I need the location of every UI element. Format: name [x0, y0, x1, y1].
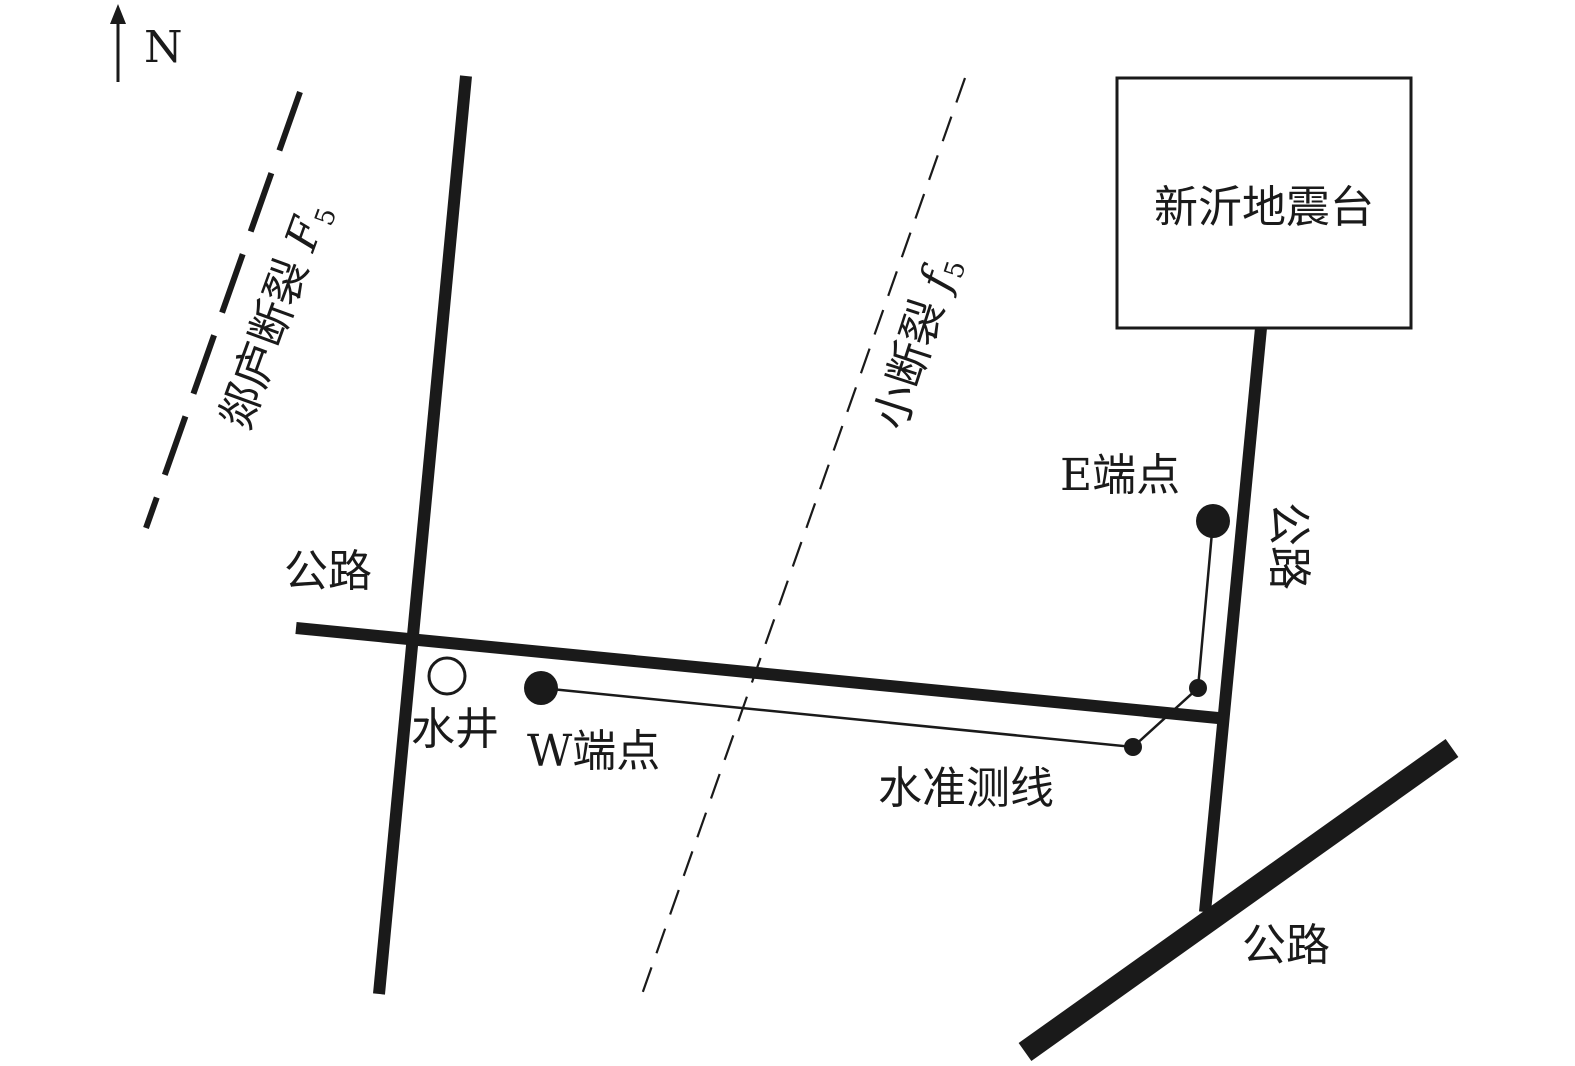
survey-benchmark-south — [1124, 738, 1142, 756]
east-road-label: 公路 — [1263, 502, 1314, 590]
north-arrow — [110, 4, 126, 82]
well-marker — [427, 656, 467, 696]
west-endpoint-label: W端点 — [527, 726, 660, 777]
leveling-survey-line — [540, 520, 1215, 749]
east-endpoint-marker — [1196, 504, 1230, 538]
north-label: N — [144, 22, 183, 73]
east-west-road — [295, 622, 1219, 724]
west-road-label: 公路 — [284, 546, 372, 597]
west-endpoint-marker — [524, 671, 558, 705]
west-road — [373, 75, 472, 995]
station-box — [1115, 76, 1413, 330]
survey-benchmark-north — [1189, 679, 1207, 697]
southeast-road-label: 公路 — [1242, 920, 1330, 971]
tanlu-fault-label: 郯庐断裂 F5 — [210, 196, 343, 438]
minor-fault-line — [638, 77, 967, 1001]
east-road — [1199, 327, 1267, 913]
well-label: 水井 — [411, 704, 499, 755]
southeast-road — [1018, 739, 1459, 1061]
station-label: 新沂地震台 — [1154, 182, 1374, 233]
survey-line-label: 水准测线 — [878, 763, 1054, 814]
minor-fault-label: 小断裂 f5 — [865, 250, 973, 437]
tanlu-fault-line — [143, 91, 303, 529]
east-endpoint-label: E端点 — [1060, 450, 1180, 501]
